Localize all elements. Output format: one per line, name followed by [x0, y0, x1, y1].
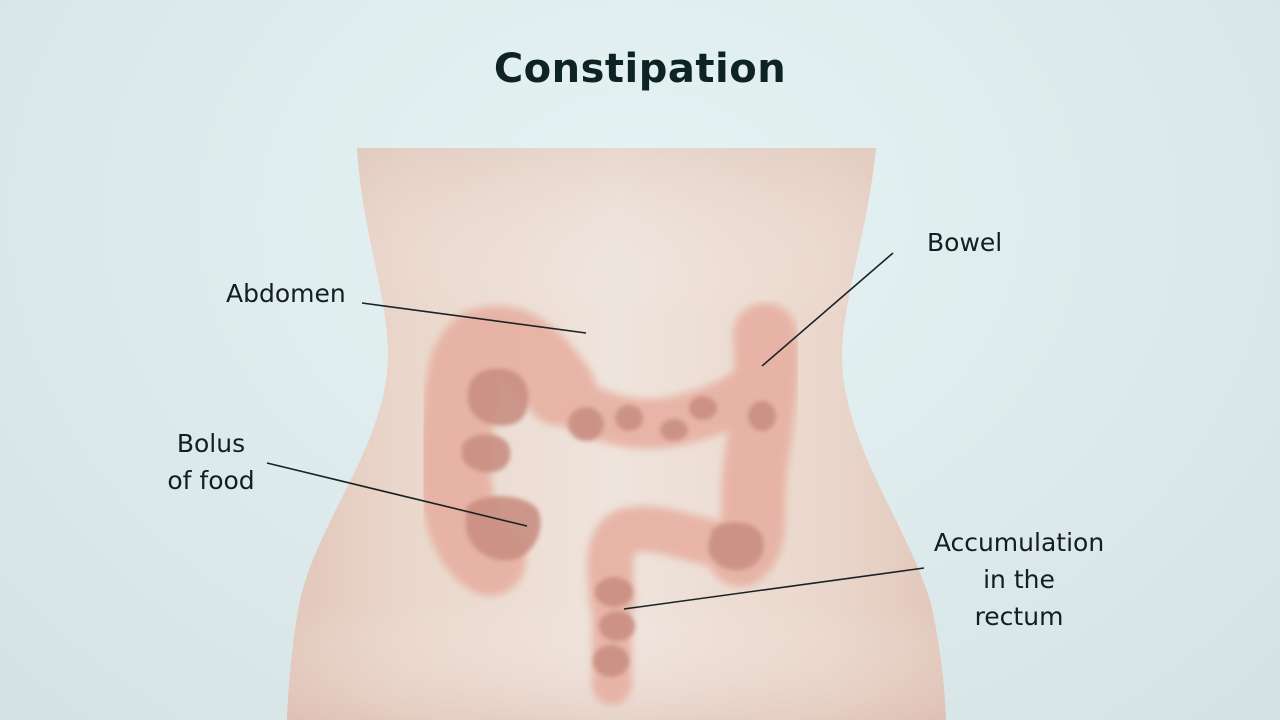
leader-line-bolus [266, 462, 528, 527]
label-bolus-of-food: Bolus of food [158, 425, 264, 499]
label-rectum-line-1: Accumulation [933, 528, 1105, 557]
stool-boluses [462, 368, 776, 677]
diagram-title: Constipation [493, 46, 787, 92]
label-accumulation-in-rectum: Accumulation in the rectum [928, 524, 1110, 635]
label-bolus-line-2: of food [167, 466, 255, 495]
label-rectum-line-2: in the [983, 565, 1055, 594]
label-bolus-line-1: Bolus [176, 429, 246, 458]
label-rectum-line-3: rectum [974, 602, 1064, 631]
leader-line-bowel [761, 252, 894, 367]
leader-line-rectum [623, 567, 925, 610]
label-bowel: Bowel [927, 228, 1003, 257]
leader-lines [266, 252, 925, 610]
leader-line-abdomen [361, 302, 587, 334]
label-abdomen: Abdomen [226, 279, 346, 308]
